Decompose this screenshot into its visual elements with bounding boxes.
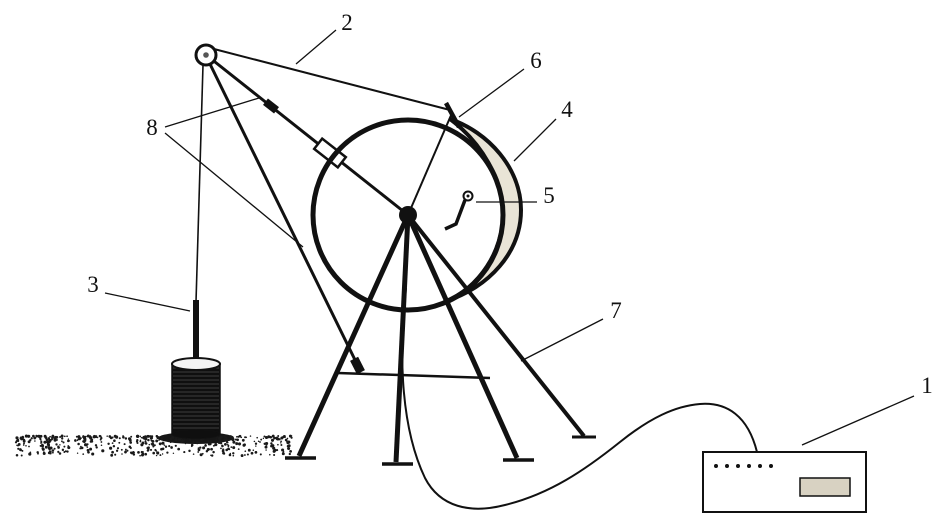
tripod-crossbar — [337, 371, 491, 380]
leader-line-7 — [520, 318, 604, 362]
label-group-3: 3 — [87, 272, 191, 312]
label-group-5: 5 — [476, 183, 555, 208]
instrument-button — [799, 477, 851, 497]
wheel-hub — [399, 206, 417, 224]
wheel-radius-line — [407, 112, 453, 216]
leader-line-6 — [458, 68, 525, 118]
label-1: 1 — [921, 373, 933, 398]
drum-cable — [213, 48, 451, 111]
indicator-dot — [736, 464, 740, 468]
pulley-axle — [203, 52, 209, 58]
ground — [14, 432, 293, 458]
label-2: 2 — [341, 10, 353, 35]
label-group-6: 6 — [458, 48, 542, 118]
weight-cylinder — [171, 357, 221, 439]
rim-marker — [444, 101, 461, 129]
tripod-leg-left — [296, 213, 411, 458]
tripod — [285, 213, 596, 466]
wheel-rim — [310, 117, 506, 313]
leader-line-8a — [164, 97, 260, 128]
boom-member — [209, 56, 409, 217]
leader-line-3 — [104, 292, 191, 312]
suspension-rope — [195, 64, 204, 303]
leg-clamp — [350, 356, 365, 375]
tripod-leg-right — [405, 213, 520, 460]
crank-handle — [444, 190, 474, 231]
pulley-assembly — [194, 43, 218, 67]
indicator-dot — [769, 464, 773, 468]
indicator-dot — [714, 464, 718, 468]
turnbuckle — [312, 136, 348, 170]
frame — [207, 56, 409, 375]
measuring-wheel — [310, 101, 524, 313]
indicator-dots — [714, 464, 773, 468]
label-4: 4 — [561, 97, 573, 122]
leader-line-2 — [295, 29, 337, 65]
leader-line-8b — [164, 132, 304, 248]
labels: 1 2 3 4 5 6 7 8 — [87, 10, 933, 446]
hanging-weight-assembly — [171, 64, 221, 439]
label-group-4: 4 — [513, 97, 573, 162]
indicator-dot — [747, 464, 751, 468]
leader-line-1 — [801, 395, 915, 446]
instrument-unit — [702, 451, 867, 513]
label-group-2: 2 — [295, 10, 353, 65]
label-3: 3 — [87, 272, 99, 297]
label-6: 6 — [530, 48, 542, 73]
label-group-1: 1 — [801, 373, 933, 446]
leader-line-4 — [513, 118, 557, 162]
indicator-dot — [758, 464, 762, 468]
label-group-7: 7 — [520, 298, 622, 362]
label-group-8: 8 — [146, 97, 304, 248]
ground-texture — [14, 434, 293, 458]
label-7: 7 — [610, 298, 622, 323]
label-8: 8 — [146, 115, 158, 140]
boom-clamp — [263, 98, 279, 114]
label-5: 5 — [543, 183, 555, 208]
signal-cable — [401, 287, 758, 510]
tripod-leg-rear — [406, 213, 586, 438]
indicator-dot — [725, 464, 729, 468]
strut-member — [207, 61, 360, 367]
